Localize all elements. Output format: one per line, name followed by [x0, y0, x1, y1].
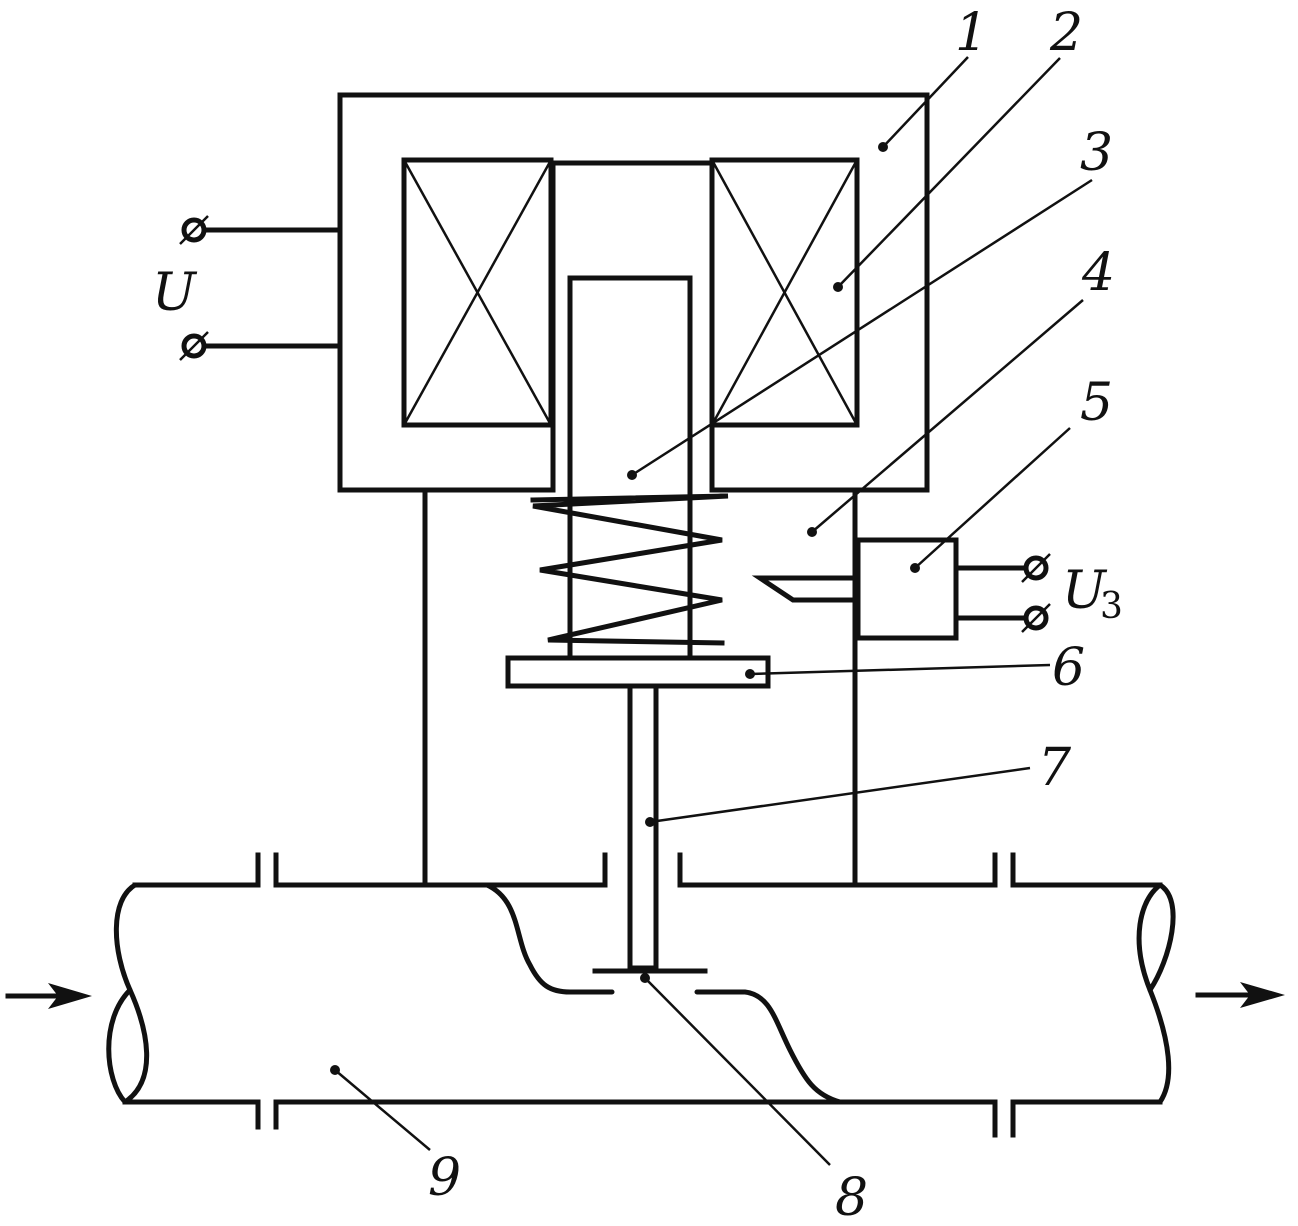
voltage-sensor-subscript: 3 [1100, 586, 1123, 627]
housing-walls [422, 487, 858, 888]
coil-left [401, 157, 554, 428]
spring [530, 493, 729, 646]
sensor-terminals [1021, 553, 1051, 633]
coil-right [709, 157, 860, 428]
terminal-bottom-icon [179, 331, 209, 361]
flow-arrow-out-icon [1195, 982, 1285, 1008]
voltage-main-label: U [152, 263, 198, 323]
valve-stem [627, 683, 659, 971]
terminal-top-icon [179, 215, 209, 245]
armature-plate [505, 655, 771, 689]
sensor-terminal-bottom-icon [1021, 603, 1051, 633]
label-2: 2 [1049, 3, 1083, 63]
sensor-terminal-top-icon [1021, 553, 1051, 583]
label-6: 6 [1052, 638, 1085, 698]
plunger [567, 275, 693, 661]
label-3: 3 [1080, 123, 1113, 183]
flow-arrow-in-icon [5, 983, 92, 1009]
voltage-sensor-label: U [1062, 561, 1108, 621]
label-5: 5 [1080, 373, 1113, 433]
main-voltage-terminals [179, 215, 343, 361]
label-7: 7 [1038, 738, 1072, 798]
label-1: 1 [955, 3, 988, 63]
magnetic-yoke [337, 92, 930, 493]
leader-lines [330, 56, 1093, 1166]
pipeline [106, 852, 1176, 1138]
position-sensor [751, 537, 1033, 641]
label-9: 9 [428, 1148, 461, 1208]
label-8: 8 [835, 1168, 868, 1226]
label-4: 4 [1081, 243, 1115, 303]
